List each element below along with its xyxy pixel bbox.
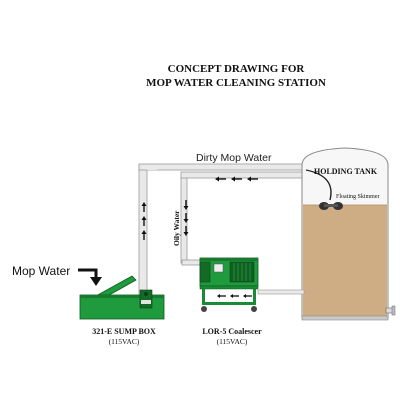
arrow-down-icon [183,226,189,236]
floating-skimmer-label: Floating Skimmer [336,194,380,200]
clean-water-pipe [257,289,305,295]
oily-water-pipe [180,171,316,266]
arrow-up-icon [141,230,147,240]
sump-box-name: 321-E SUMP BOX [92,327,156,336]
sump-box-power: (115VAC) [109,337,140,346]
skimmer-hose [305,169,332,201]
holding-tank [301,147,396,321]
arrow-up-icon [141,202,147,212]
flow-arrows-up [141,202,147,240]
arrow-down-icon [183,200,189,210]
lor5-coalescer [199,257,259,312]
flow-arrows-top [215,176,258,182]
tank-liquid [303,205,387,317]
coalescer-cart [199,285,259,290]
arrow-down-icon [183,213,189,223]
title-line-1: CONCEPT DRAWING FOR [168,63,306,75]
sump-box [79,275,165,320]
mop-water-label: Mop Water [12,264,70,278]
cart-wheel-right [251,306,257,312]
flow-arrows-down [183,200,189,236]
elbow-arrow-icon [78,268,102,286]
oily-water-label: Oily Water [172,210,181,246]
flow-arrows-bottom [217,294,252,298]
coalescer-name: LOR-5 Coalescer [202,327,262,336]
arrow-left-icon [215,176,226,182]
arrow-left-icon [230,294,239,298]
arrow-left-icon [231,176,242,182]
arrow-left-icon [243,294,252,298]
holding-tank-label: HOLDING TANK [314,167,378,176]
cart-wheel-left [201,306,207,312]
arrow-up-icon [141,216,147,226]
dirty-mop-water-label: Dirty Mop Water [196,152,272,164]
arrow-left-icon [247,176,258,182]
coalescer-control-box [213,263,224,273]
coalescer-power: (115VAC) [217,337,248,346]
title-line-2: MOP WATER CLEANING STATION [146,77,326,89]
arrow-left-icon [217,294,226,298]
coalescer-pump [199,261,211,283]
